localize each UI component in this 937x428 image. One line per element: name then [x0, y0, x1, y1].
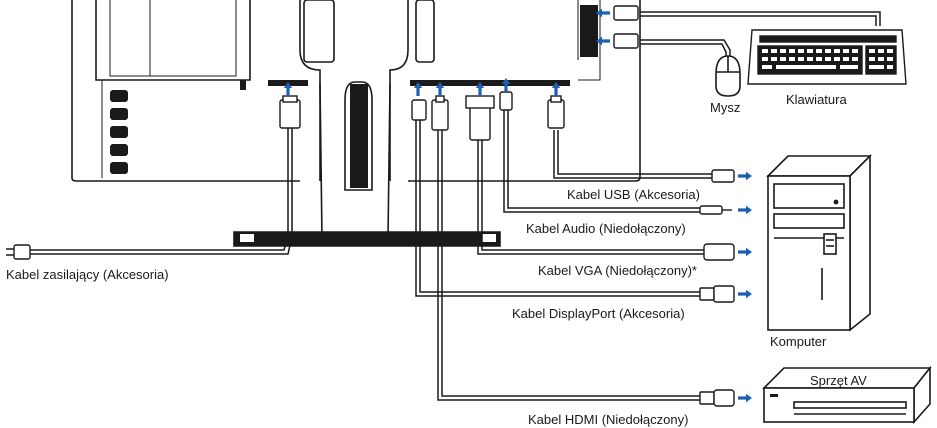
labels: Kabel USB (Akcesoria) Kabel Audio (Niedo… [6, 92, 867, 427]
keyboard-icon [747, 29, 907, 85]
hdmi-cable-label: Kabel HDMI (Niedołączony) [528, 412, 688, 427]
usb-cable-label: Kabel USB (Akcesoria) [567, 187, 700, 202]
power-cable-label: Kabel zasilający (Akcesoria) [6, 267, 169, 282]
power-plug-icon [279, 99, 301, 129]
computer-icon [766, 154, 872, 332]
usb-icon [711, 169, 735, 183]
monitor [71, 0, 641, 247]
hdmi-connector-icon [713, 389, 735, 407]
power-plug-icon [13, 244, 31, 260]
arrow-icon [738, 171, 752, 181]
arrow-icon [738, 205, 752, 215]
audio-jack-icon [699, 205, 723, 215]
arrow-icon [596, 36, 610, 46]
av-device-icon [762, 365, 932, 425]
arrow-icon [738, 289, 752, 299]
vga-cable-label: Kabel VGA (Niedołączony)* [538, 263, 697, 278]
audio-jack-icon [499, 91, 513, 111]
audio-cable-label: Kabel Audio (Niedołączony) [526, 221, 686, 236]
displayport-cable-label: Kabel DisplayPort (Akcesoria) [512, 306, 685, 321]
cables [30, 11, 881, 401]
displayport-connector-icon [411, 99, 427, 121]
hdmi-connector-icon [431, 99, 449, 131]
displayport-connector-icon [713, 285, 735, 303]
control-buttons [110, 90, 128, 174]
av-device-label: Sprzęt AV [810, 373, 867, 388]
computer-label: Komputer [770, 334, 827, 349]
arrow-icon [738, 247, 752, 257]
arrow-icon [596, 8, 610, 18]
usb-icon [547, 99, 565, 129]
usb-icon [613, 33, 639, 49]
keyboard-label: Klawiatura [786, 92, 847, 107]
mouse-label: Mysz [710, 100, 740, 115]
mouse-icon [715, 55, 741, 97]
monitor-plugs [279, 91, 565, 141]
far-end-plugs [6, 5, 735, 407]
vga-connector-icon [703, 243, 735, 261]
arrow-icon [738, 393, 752, 403]
usb-icon [613, 5, 639, 21]
